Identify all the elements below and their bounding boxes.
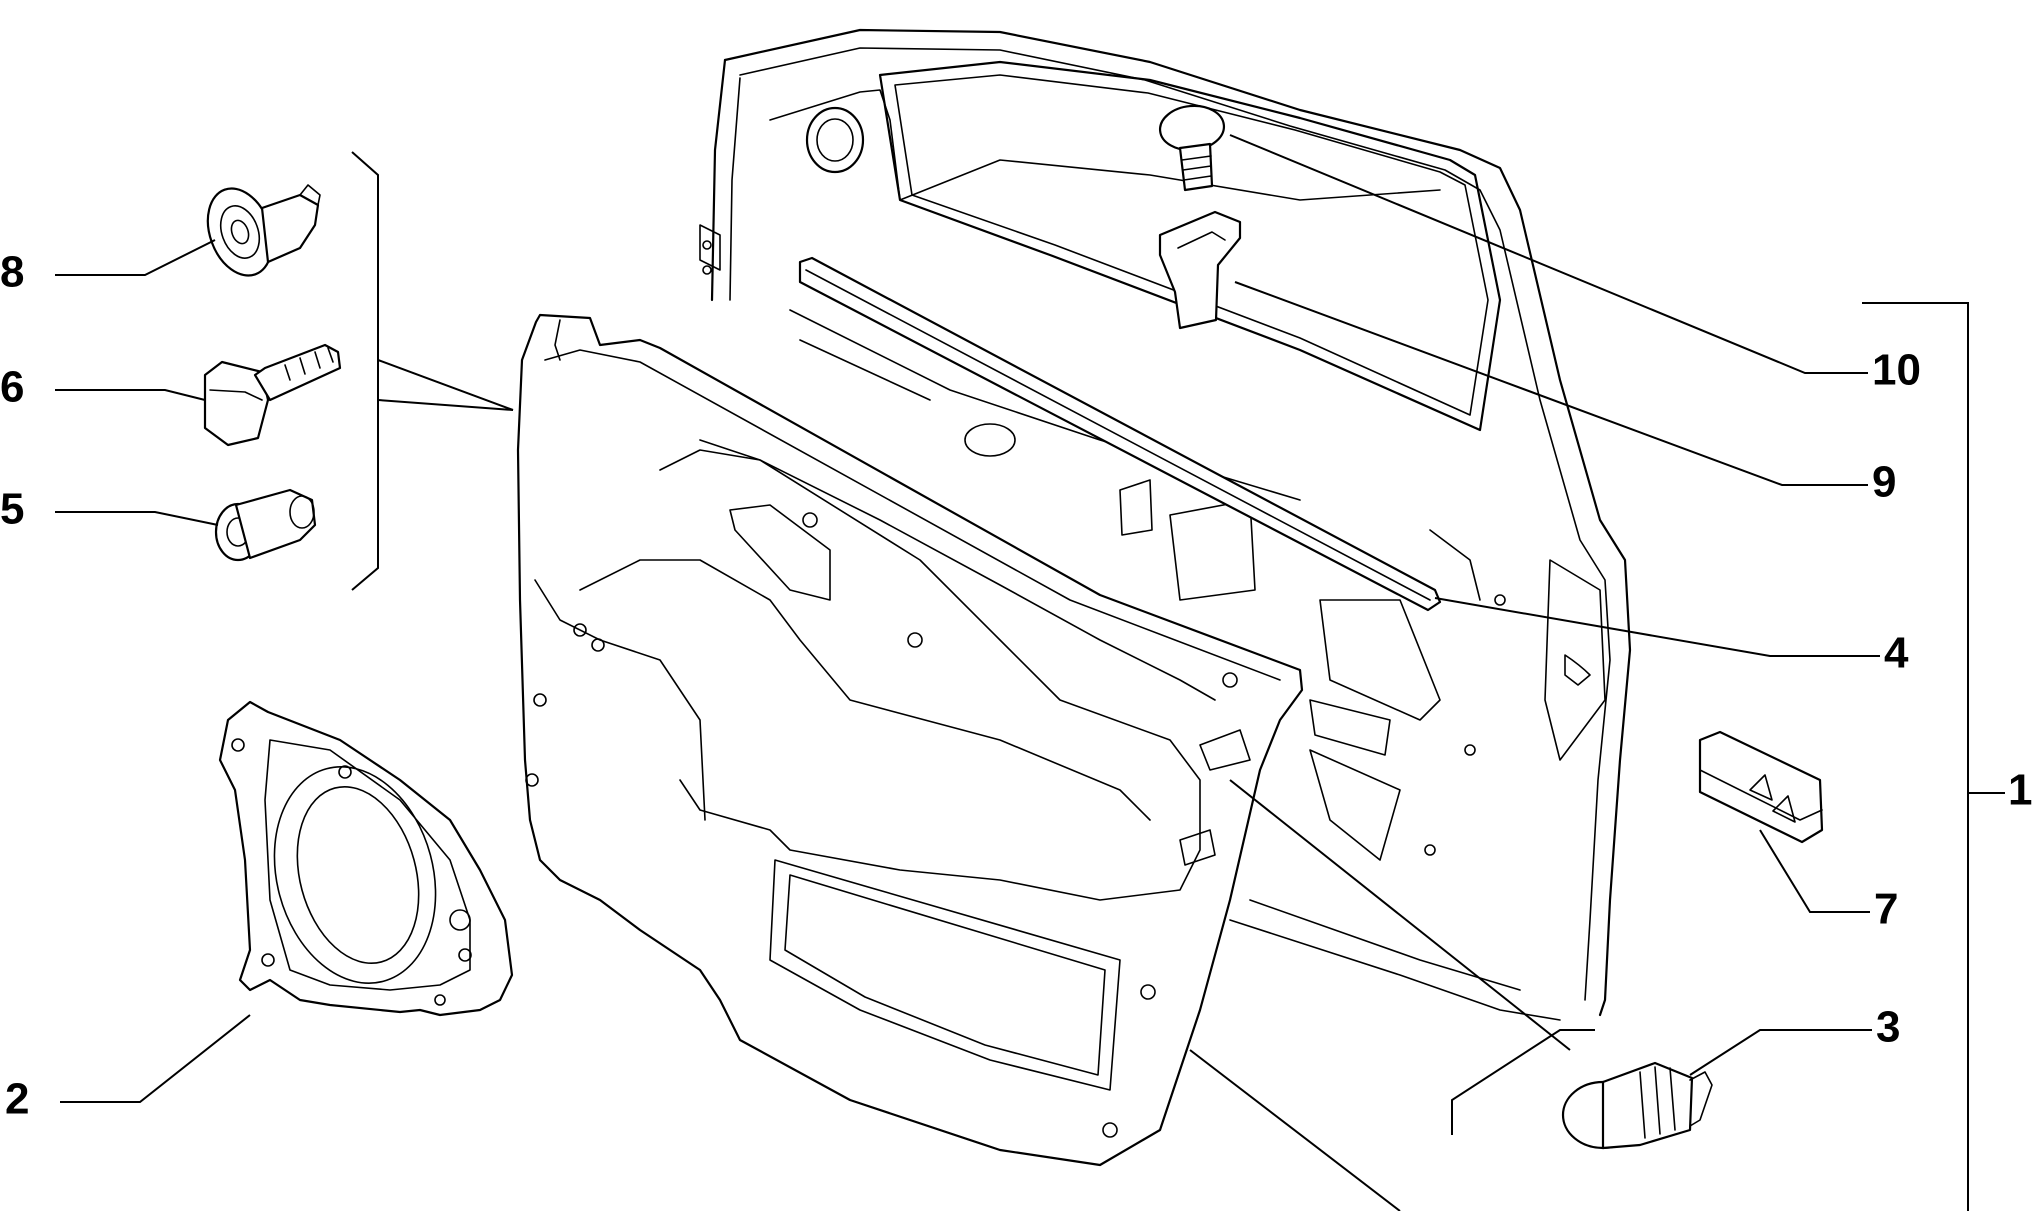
channel-clip (1698, 730, 1824, 844)
leader-7 (1759, 829, 1870, 913)
door-frame (699, 28, 1632, 1021)
callout-labels: 8 6 5 2 10 9 4 1 7 3 (0, 248, 2032, 1124)
leader-2 (60, 1014, 251, 1103)
callout-5: 5 (0, 485, 24, 534)
speaker-bracket (218, 700, 514, 1017)
leader-4 (1434, 597, 1880, 657)
leader-6 (55, 389, 206, 401)
leader-1b (1189, 1049, 1401, 1211)
door-trim-panel (516, 313, 1304, 1167)
handle-bezel (1158, 210, 1242, 330)
callout-3: 3 (1876, 1003, 1900, 1052)
bumper-stop (1561, 1061, 1713, 1150)
leader-1a (1229, 779, 1571, 1051)
leader-lines (55, 134, 1880, 1211)
callout-10: 10 (1872, 346, 1921, 395)
window-seal-strip (798, 256, 1442, 612)
callout-4: 4 (1884, 629, 1909, 678)
leader-8 (55, 239, 216, 276)
group-bracket-left (351, 151, 514, 591)
leader-9 (1234, 281, 1868, 486)
hex-screw (203, 343, 342, 447)
nut-insert (214, 488, 317, 562)
callout-6: 6 (0, 363, 24, 412)
callout-1: 1 (2008, 766, 2032, 815)
leader-10 (1229, 134, 1868, 374)
callout-7: 7 (1874, 885, 1898, 934)
cap-plug (1158, 104, 1226, 192)
group-bracket-right (1451, 302, 2005, 1211)
push-clip (206, 184, 321, 277)
callout-2: 2 (5, 1075, 29, 1124)
leader-3 (1689, 1029, 1872, 1076)
callout-9: 9 (1872, 458, 1896, 507)
leader-5 (55, 511, 219, 526)
callout-8: 8 (0, 248, 24, 297)
